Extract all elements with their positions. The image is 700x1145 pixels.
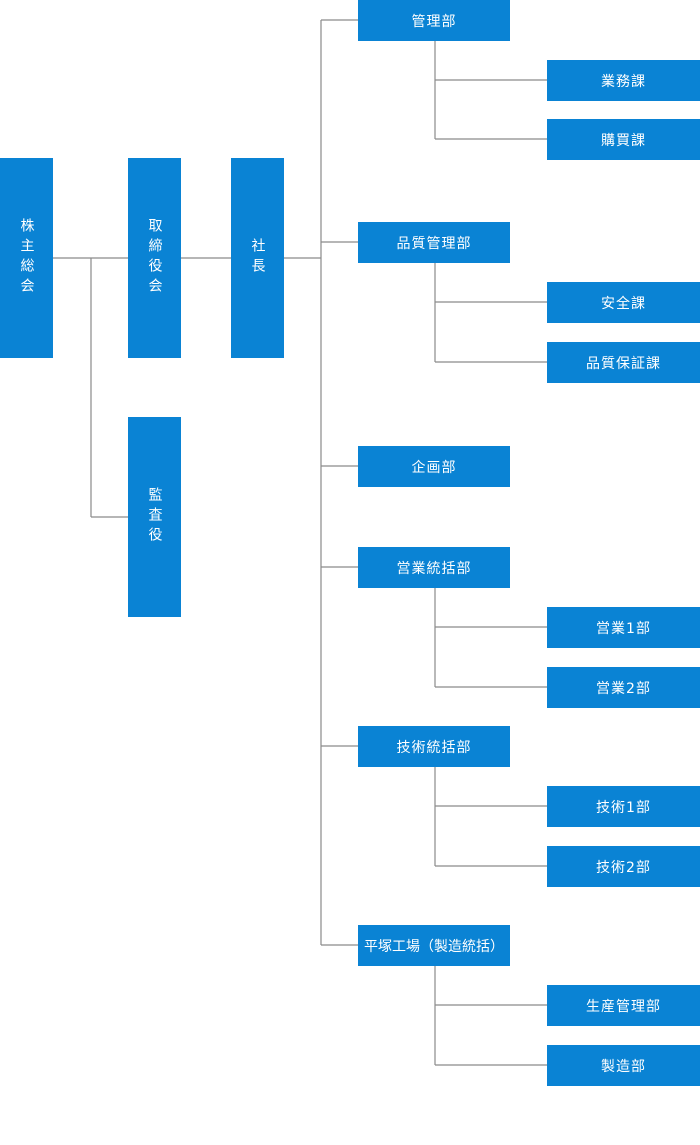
section-label: 技術1部 <box>596 799 651 816</box>
department-label: 管理部 <box>411 13 457 30</box>
department-admin: 管理部 <box>358 0 510 41</box>
section-label: 営業1部 <box>596 620 651 637</box>
department-engineering: 技術統括部 <box>358 726 510 767</box>
section-box: 技術2部 <box>547 846 700 887</box>
shareholders-label: 株主総会 <box>18 218 35 298</box>
section-label: 業務課 <box>601 73 646 90</box>
section-label: 購買課 <box>601 132 646 149</box>
section-box: 品質保証課 <box>547 342 700 383</box>
section-box: 営業1部 <box>547 607 700 648</box>
section-box: 生産管理部 <box>547 985 700 1026</box>
auditor-box: 監査役 <box>128 417 181 617</box>
section-label: 品質保証課 <box>586 355 661 372</box>
president-label: 社長 <box>249 238 266 278</box>
department-label: 品質管理部 <box>396 235 472 252</box>
section-box: 製造部 <box>547 1045 700 1086</box>
section-label: 営業2部 <box>596 680 651 697</box>
board-box: 取締役会 <box>128 158 181 358</box>
section-label: 技術2部 <box>596 859 651 876</box>
department-hiratsuka-factory: 平塚工場（製造統括） <box>358 925 510 966</box>
section-box: 安全課 <box>547 282 700 323</box>
section-box: 業務課 <box>547 60 700 101</box>
section-box: 技術1部 <box>547 786 700 827</box>
department-label: 営業統括部 <box>396 560 472 577</box>
department-quality: 品質管理部 <box>358 222 510 263</box>
president-box: 社長 <box>231 158 284 358</box>
section-label: 製造部 <box>601 1058 646 1075</box>
section-box: 営業2部 <box>547 667 700 708</box>
department-planning: 企画部 <box>358 446 510 487</box>
shareholders-box: 株主総会 <box>0 158 53 358</box>
department-sales: 営業統括部 <box>358 547 510 588</box>
department-label: 企画部 <box>411 459 457 476</box>
board-label: 取締役会 <box>146 218 163 298</box>
department-label: 平塚工場（製造統括） <box>364 938 504 955</box>
section-label: 安全課 <box>601 295 646 312</box>
section-label: 生産管理部 <box>586 998 661 1015</box>
section-box: 購買課 <box>547 119 700 160</box>
department-label: 技術統括部 <box>396 739 472 756</box>
auditor-label: 監査役 <box>146 487 163 547</box>
